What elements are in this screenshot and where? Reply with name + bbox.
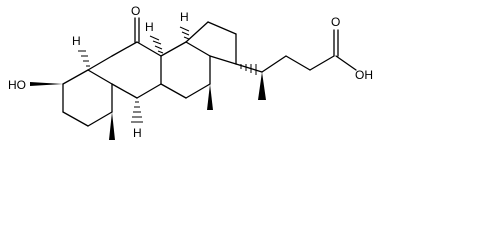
ring-b bbox=[87, 41, 162, 99]
h8-label: H bbox=[145, 20, 154, 34]
ring-d bbox=[185, 21, 237, 65]
c13-methyl bbox=[207, 84, 213, 110]
h14-stereo: H bbox=[179, 10, 190, 40]
chemical-structure: O HO H H H H bbox=[8, 4, 373, 140]
acid-carbonyl-oxygen-label: O bbox=[331, 15, 340, 29]
c10-methyl bbox=[109, 112, 115, 140]
side-chain: O OH bbox=[235, 15, 373, 100]
ketone-group: O bbox=[131, 4, 140, 43]
acid-hydroxyl-label: OH bbox=[355, 68, 373, 82]
h14-label: H bbox=[180, 10, 189, 24]
ring-a bbox=[62, 69, 113, 127]
h9-stereo: H bbox=[131, 101, 143, 140]
ketone-oxygen-label: O bbox=[131, 4, 140, 18]
h9-label: H bbox=[133, 126, 142, 140]
h8-stereo: H bbox=[145, 20, 164, 54]
hydroxyl-label: HO bbox=[8, 78, 26, 92]
h5-label: H bbox=[72, 34, 81, 48]
ring-c bbox=[160, 41, 211, 99]
structure-canvas: O HO H H H H bbox=[8, 4, 373, 140]
hydroxyl-group: HO bbox=[8, 78, 63, 92]
h5-stereo: H bbox=[72, 34, 90, 67]
